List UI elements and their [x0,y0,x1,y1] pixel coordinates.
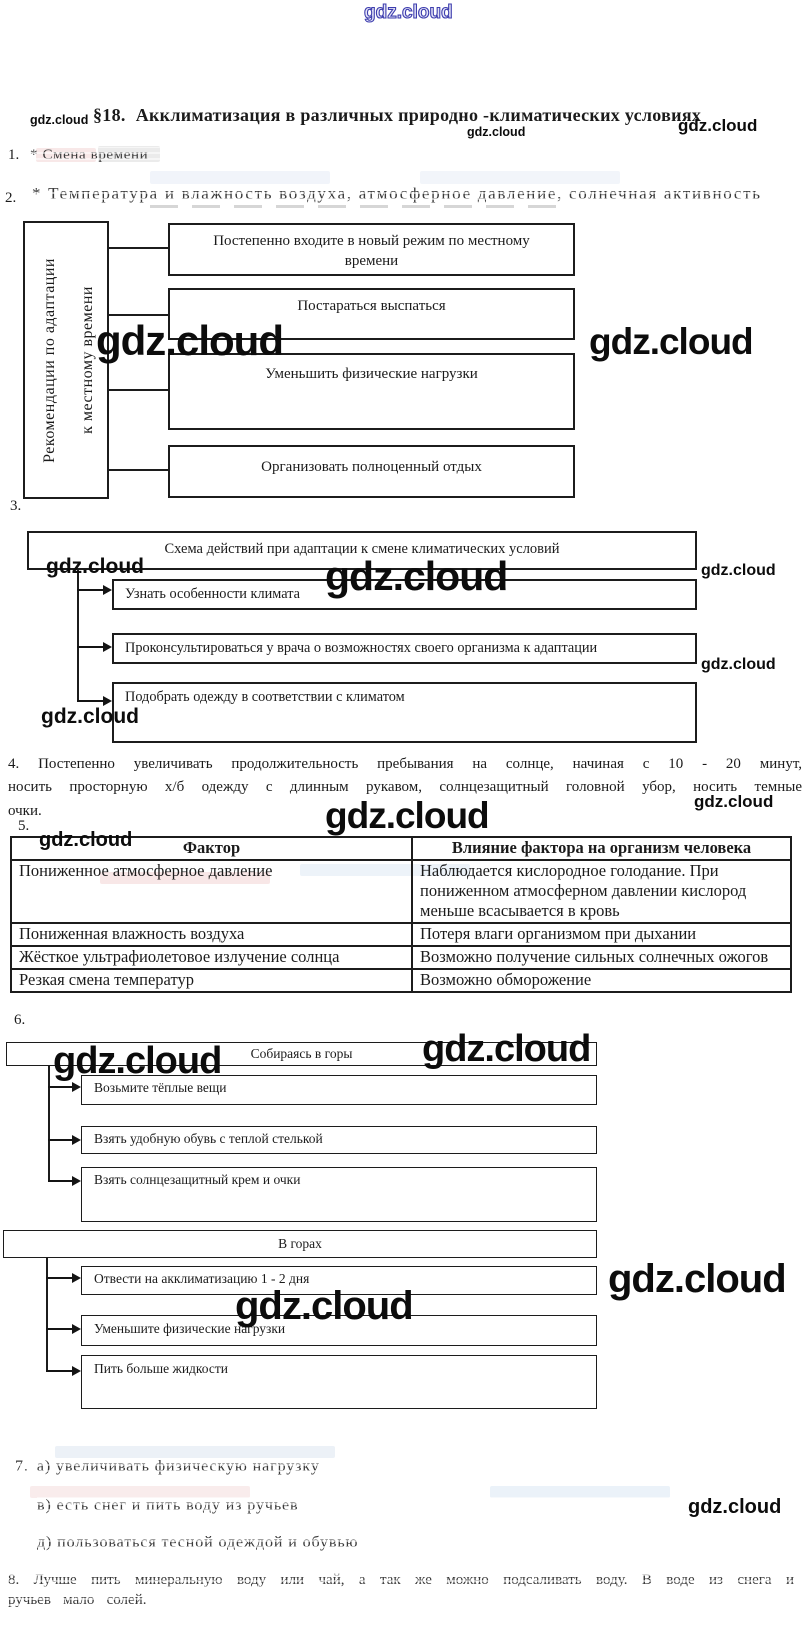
item2-side-label-1: Рекомендации по адаптации [41,257,58,463]
watermark-top: gdz.cloud [363,2,453,23]
item7-option-v: в) есть снег и пить воду из ручьев [37,1497,812,1515]
item7-option-a: а) увеличивать физическую нагрузку [36,1458,320,1475]
item7-option-d: д) пользоваться тесной одеждой и обувью [37,1534,812,1552]
watermark-d6-left: gdz.cloud [53,1040,222,1082]
scan-smudge [420,171,620,184]
table-cell: Возможно обморожение [411,968,792,993]
item3-header-box: Схема действий при адаптации к смене кли… [27,531,697,570]
item2-box-4: Организовать полноценный отдых [168,445,575,498]
item3-box-3: Подобрать одежду в соответствии с климат… [112,682,697,743]
item4-paragraph: 4. Постепенно увеличивать продолжительно… [8,756,802,819]
item1-line2: * Температура и влажность воздуха, атмос… [32,184,812,204]
watermark-title-center: gdz.cloud [467,125,526,139]
watermark-title-right: gdz.cloud [678,116,758,135]
table-row: Пониженная влажность воздуха Потеря влаг… [10,922,792,947]
item8-paragraph: 8. Лучше пить минеральную воду или чай, … [8,1571,794,1610]
table-header-factor: Фактор [10,836,413,861]
watermark-d6-top: gdz.cloud [422,1028,591,1070]
flow-line [48,1066,50,1181]
title-text: Акклиматизация в различных природно -кли… [135,105,702,125]
watermark-d3-right1: gdz.cloud [701,562,776,579]
item1-line1: * Смена времени [30,147,812,164]
watermark-tbl-left: gdz.cloud [39,829,133,851]
arrow [48,1176,81,1186]
item6-chart1-box-1: Возьмите тёплые вещи [81,1075,597,1105]
item1-number: 1. [8,147,20,163]
item6-chart1-box-3: Взять солнцезащитный крем и очки [81,1167,597,1222]
arrow [48,1135,81,1145]
item3-box-1: Узнать особенности климата [112,579,697,610]
connector-line [109,314,168,316]
flow-line [46,1258,48,1372]
watermark-p4-big: gdz.cloud [325,795,490,836]
item6-chart2-box-1: Отвести на акклиматизацию 1 - 2 дня [81,1266,597,1295]
arrow [77,585,112,595]
scan-smudge [150,171,330,184]
table-cell: Пониженная влажность воздуха [10,922,413,947]
item6-chart2-header: В горах [3,1230,597,1258]
scan-smudge [490,1486,670,1498]
arrow [77,642,112,652]
connector-line [109,469,168,471]
connector-line [109,247,168,249]
table-row: Жёсткое ультрафиолетовое излучение солнц… [10,945,792,970]
watermark-d2-left: gdz.cloud [96,317,284,364]
item2-box-3: Уменьшить физические нагрузки [168,353,575,430]
arrow [46,1366,81,1376]
scan-artifact-line [150,205,558,208]
item6-chart2-box-2: Уменьшите физические нагрузки [81,1315,597,1346]
item2-side-box: Рекомендации по адаптации к местному вре… [23,221,109,499]
watermark-d3-left: gdz.cloud [46,555,144,578]
item2-side-label-2: к местному времени [79,286,96,434]
table-row: Пониженное атмосферное давление Наблюдае… [10,859,792,924]
arrow [46,1273,81,1283]
scan-smudge [55,1446,335,1458]
watermark-p4-right: gdz.cloud [694,792,774,811]
watermark-d2-right: gdz.cloud [589,321,754,362]
item3-number: 3. [10,498,22,514]
page-title: §18. Акклиматизация в различных природно … [93,105,701,126]
arrow [77,696,112,706]
watermark-d3-big: gdz.cloud [325,553,508,599]
watermark-d6-center: gdz.cloud [235,1284,414,1328]
table-cell: Потеря влаги организмом при дыхании [411,922,792,947]
item6-chart2-box-3: Пить больше жидкости [81,1355,597,1409]
table-cell: Жёсткое ультрафиолетовое излучение солнц… [10,945,413,970]
item2-number: 2. [5,190,17,206]
watermark-d3-right2: gdz.cloud [701,656,776,673]
scan-smudge [30,1486,250,1498]
watermark-title-left: gdz.cloud [30,113,89,127]
item6-chart1-box-2: Взять удобную обувь с теплой стелькой [81,1126,597,1154]
title-section: §18. [93,105,126,125]
arrow [48,1082,81,1092]
table-header-influence: Влияние фактора на организм человека [411,836,792,861]
arrow [46,1324,81,1334]
connector-line [109,389,168,391]
table-cell: Возможно получение сильных солнечных ожо… [411,945,792,970]
table-cell: Пониженное атмосферное давление [10,859,413,924]
table-header-row: Фактор Влияние фактора на организм челов… [10,836,792,861]
table-cell: Резкая смена температур [10,968,413,993]
flow-line [77,570,79,702]
watermark-d6-right: gdz.cloud [608,1257,787,1301]
item3-box-2: Проконсультироваться у врача о возможнос… [112,633,697,664]
item5-number: 5. [18,818,30,834]
watermark-d3-left2: gdz.cloud [41,705,139,728]
item7-number: 7. [15,1458,29,1475]
table-row: Резкая смена температур Возможно обморож… [10,968,792,993]
item7-line1: 7. а) увеличивать физическую нагрузку [15,1458,812,1476]
watermark-bottom-right: gdz.cloud [688,1496,782,1518]
factors-table: Фактор Влияние фактора на организм челов… [10,836,792,993]
item6-number: 6. [14,1012,26,1028]
item2-box-1: Постепенно входите в новый режим по мест… [168,223,575,276]
item2-box-2: Постараться выспаться [168,288,575,340]
table-cell: Наблюдается кислородное голодание. При п… [411,859,792,924]
item6-chart1-header: Собираясь в горы [6,1042,597,1066]
